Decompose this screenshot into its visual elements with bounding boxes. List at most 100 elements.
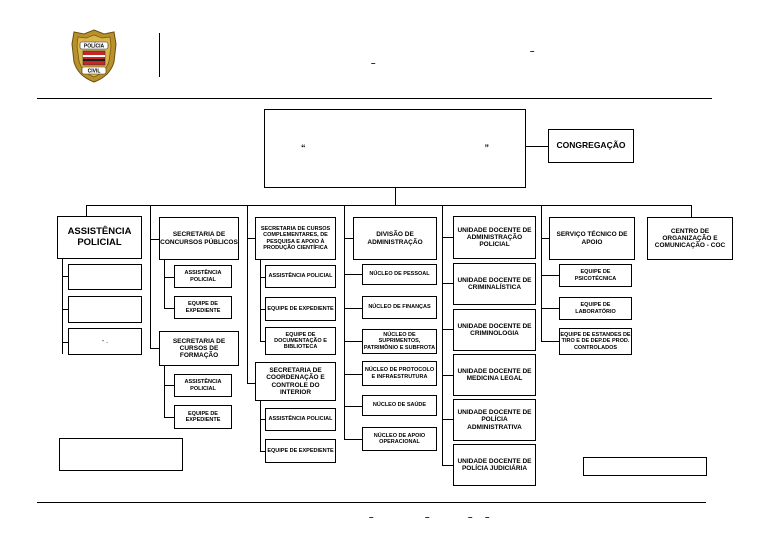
nucleo-saude-box: NÚCLEO DE SAÚDE	[362, 395, 437, 416]
connector	[344, 374, 362, 375]
quote-close-mark: ”	[484, 142, 490, 153]
connector	[344, 238, 353, 239]
assistencia-policial-sub-label: ASSISTÊNCIA POLICIAL	[268, 273, 333, 280]
connector	[247, 383, 255, 384]
equipe-expediente-box: EQUIPE DE EXPEDIENTE	[174, 405, 232, 429]
connector	[691, 205, 692, 217]
servico-tecnico-apoio-box: SERVIÇO TÉCNICO DE APOIO	[549, 217, 635, 260]
assistencia-policial-sub-label: ASSISTÊNCIA POLICIAL	[184, 270, 222, 283]
nucleo-suprimentos-label: NÚCLEO DE SUPRIMENTOS, PATRIMÔNIO E SUBF…	[363, 332, 436, 351]
connector	[62, 259, 63, 354]
connector	[260, 309, 265, 310]
centro-organizacao-comunicacao-box: CENTRO DE ORGANIZAÇÃO E COMUNICAÇÃO - CO…	[647, 217, 733, 260]
empty-legend-box-left	[59, 438, 183, 471]
equipe-expediente-box: EQUIPE DE EXPEDIENTE	[174, 296, 232, 319]
nucleo-pessoal-label: NÚCLEO DE PESSOAL	[369, 271, 430, 278]
connector	[247, 238, 255, 239]
connector	[526, 146, 548, 147]
connector	[260, 401, 261, 451]
unidade-docente-policia-judiciaria-label: UNIDADE DOCENTE DE POLÍCIA JUDICIÁRIA	[457, 457, 532, 472]
police-badge-logo: POLÍCIA CIVIL	[71, 29, 117, 83]
header-divider	[159, 33, 160, 77]
connector	[541, 341, 559, 342]
connector	[442, 237, 453, 238]
connector	[62, 342, 68, 343]
unidade-docente-policia-administrativa-label: UNIDADE DOCENTE DE POLÍCIA ADMINISTRATIV…	[457, 409, 532, 431]
nucleo-protocolo-box: NÚCLEO DE PROTOCOLO E INFRAESTRUTURA	[362, 361, 437, 386]
connector	[442, 205, 443, 465]
header-rule	[37, 98, 712, 99]
nucleo-financas-label: NÚCLEO DE FINANÇAS	[368, 304, 431, 311]
divisao-administracao-box: DIVISÃO DE ADMINISTRAÇÃO	[353, 217, 437, 260]
unidade-docente-administracao-box: UNIDADE DOCENTE DE ADMINISTRAÇÃO POLICIA…	[453, 216, 536, 259]
equipe-documentacao-box: EQUIPE DE DOCUMENTAÇÃO E BIBLIOTECA	[265, 327, 336, 355]
connector	[395, 188, 396, 205]
secretaria-cursos-formacao-label: SECRETARIA DE CURSOS DE FORMAÇÃO	[172, 337, 226, 360]
secretaria-cursos-complementares-box: SECRETARIA DE CURSOS COMPLEMENTARES, DE …	[255, 217, 336, 260]
unit-mark: - .	[101, 337, 109, 345]
footer-rule	[37, 502, 706, 503]
connector	[164, 417, 174, 418]
equipe-expediente-box: EQUIPE DE EXPEDIENTE	[265, 439, 336, 463]
unidade-docente-administracao-label: UNIDADE DOCENTE DE ADMINISTRAÇÃO POLICIA…	[457, 226, 532, 249]
connector	[541, 275, 559, 276]
unidade-docente-criminalistica-label: UNIDADE DOCENTE DE CRIMINALÍSTICA	[457, 276, 532, 291]
equipe-documentacao-label: EQUIPE DE DOCUMENTAÇÃO E BIBLIOTECA	[274, 331, 327, 351]
connector	[164, 366, 165, 417]
nucleo-financas-box: NÚCLEO DE FINANÇAS	[362, 296, 437, 319]
connector	[344, 217, 345, 439]
nucleo-pessoal-box: NÚCLEO DE PESSOAL	[362, 264, 437, 285]
nucleo-saude-label: NÚCLEO DE SAÚDE	[372, 402, 427, 409]
secretaria-coordenacao-box: SECRETARIA DE COORDENAÇÃO E CONTROLE DO …	[255, 362, 336, 401]
equipe-expediente-label: EQUIPE DE EXPEDIENTE	[185, 301, 221, 314]
secretaria-cursos-formacao-box: SECRETARIA DE CURSOS DE FORMAÇÃO	[159, 331, 239, 366]
unidade-docente-medicina-legal-label: UNIDADE DOCENTE DE MEDICINA LEGAL	[457, 367, 532, 382]
secretaria-concursos-box: SECRETARIA DE CONCURSOS PÚBLICOS	[159, 217, 239, 260]
connector	[344, 341, 362, 342]
assistencia-policial-sub-label: ASSISTÊNCIA POLICIAL	[268, 416, 333, 423]
connector	[260, 419, 265, 420]
congregacao-box: CONGREGAÇÃO	[548, 129, 634, 163]
connector	[344, 439, 362, 440]
connector	[541, 238, 549, 239]
badge-top-text: POLÍCIA	[84, 42, 105, 50]
connector	[164, 277, 174, 278]
empty-unit-box	[68, 296, 142, 323]
connector	[164, 385, 174, 386]
connector	[260, 260, 261, 341]
assistencia-policial-sub-label: ASSISTÊNCIA POLICIAL	[184, 379, 222, 392]
unidade-docente-criminologia-label: UNIDADE DOCENTE DE CRIMINOLOGIA	[457, 322, 532, 337]
connector	[62, 276, 68, 277]
connector	[86, 205, 87, 216]
quote-open-mark: “	[301, 142, 306, 153]
directorate-box: “ ”	[264, 109, 526, 188]
connector	[344, 205, 345, 217]
equipe-expediente-label: EQUIPE DE EXPEDIENTE	[185, 410, 221, 423]
unidade-docente-policia-administrativa-box: UNIDADE DOCENTE DE POLÍCIA ADMINISTRATIV…	[453, 399, 536, 441]
connector	[541, 205, 542, 217]
equipe-psicotecnica-box: EQUIPE DE PSICOTÉCNICA	[559, 264, 632, 287]
equipe-expediente-label: EQUIPE DE EXPEDIENTE	[267, 447, 334, 454]
equipe-expediente-label: EQUIPE DE EXPEDIENTE	[267, 305, 334, 312]
assistencia-policial-sub-box: ASSISTÊNCIA POLICIAL	[174, 374, 232, 397]
header-dash-left: –	[371, 59, 376, 68]
assistencia-policial-sub-box: ASSISTÊNCIA POLICIAL	[265, 408, 336, 431]
assistencia-policial-box: ASSISTÊNCIA POLICIAL	[57, 216, 142, 259]
header-dash-right: –	[530, 47, 535, 56]
assistencia-policial-label: ASSISTÊNCIA POLICIAL	[67, 226, 132, 248]
unidade-docente-criminologia-box: UNIDADE DOCENTE DE CRIMINOLOGIA	[453, 309, 536, 351]
equipe-psicotecnica-label: EQUIPE DE PSICOTÉCNICA	[574, 269, 617, 282]
badge-bottom-text: CIVIL	[88, 69, 101, 75]
equipe-laboratorio-box: EQUIPE DE LABORATÓRIO	[559, 297, 632, 320]
connector	[442, 283, 453, 284]
connector	[442, 465, 453, 466]
footer-dash: –	[468, 513, 473, 522]
equipe-expediente-box: EQUIPE DE EXPEDIENTE	[265, 297, 336, 321]
connector	[541, 217, 542, 342]
divisao-administracao-label: DIVISÃO DE ADMINISTRAÇÃO	[367, 231, 423, 246]
secretaria-concursos-label: SECRETARIA DE CONCURSOS PÚBLICOS	[160, 231, 238, 246]
assistencia-policial-sub-box: ASSISTÊNCIA POLICIAL	[265, 265, 336, 288]
footer-dash: –	[425, 513, 430, 522]
connector	[150, 348, 159, 349]
secretaria-coordenacao-label: SECRETARIA DE COORDENAÇÃO E CONTROLE DO …	[266, 367, 325, 396]
